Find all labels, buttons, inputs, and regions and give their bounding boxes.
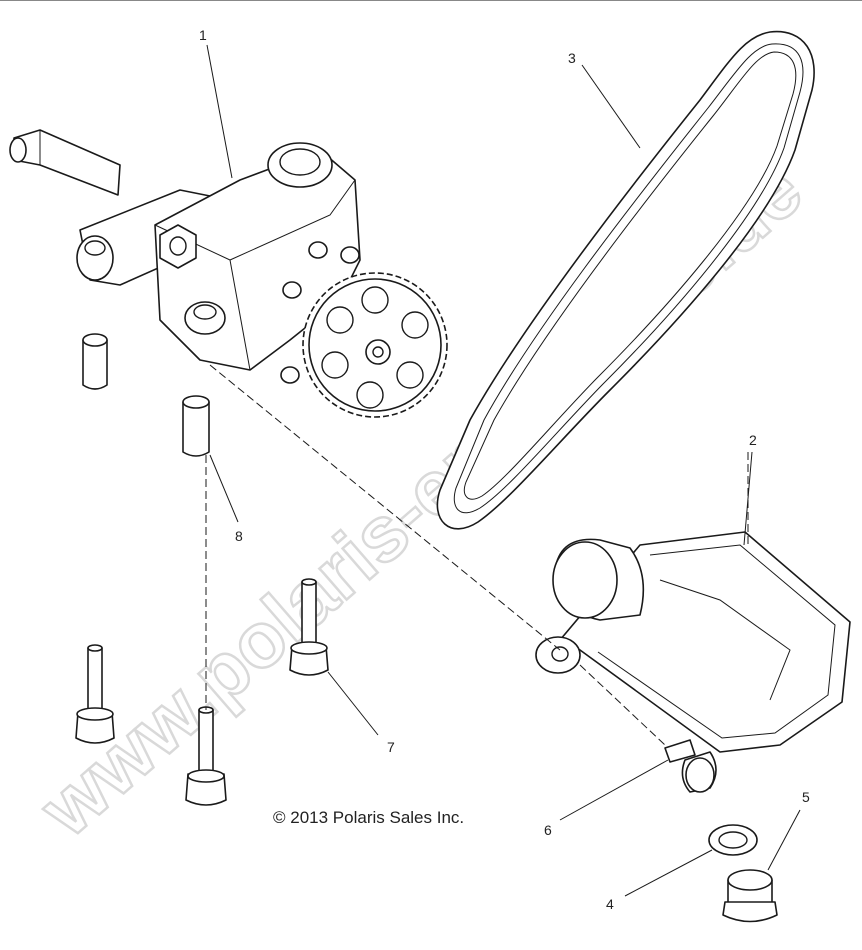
leader-line-1: [206, 44, 233, 179]
leader-line-4: [624, 849, 713, 897]
callout-4: 4: [606, 896, 614, 912]
sealing-washer: [708, 824, 758, 856]
callout-1: 1: [199, 27, 207, 43]
leader-line-2: [743, 451, 753, 546]
alignment-line-diagonal: [209, 364, 561, 651]
callout-6: 6: [544, 822, 552, 838]
dowel-pin-upper: [82, 333, 108, 390]
top-border: [0, 0, 862, 1]
leader-line-7: [327, 671, 379, 736]
callout-5: 5: [802, 789, 810, 805]
callout-2: 2: [749, 432, 757, 448]
callout-8: 8: [235, 528, 243, 544]
leader-line-6: [559, 759, 669, 821]
callout-3: 3: [568, 50, 576, 66]
drain-plug: [722, 869, 778, 923]
alignment-line-bolt: [579, 664, 666, 746]
bolt-center: [185, 706, 227, 806]
bolt-right: [289, 578, 329, 676]
leader-line-5: [767, 809, 801, 871]
dowel-pin-lower: [182, 395, 210, 457]
drive-belt: [436, 30, 815, 530]
leader-line-8: [209, 454, 239, 523]
screen-bolt: [664, 739, 717, 793]
leader-line-3: [581, 64, 641, 149]
callout-7: 7: [387, 739, 395, 755]
copyright-text: © 2013 Polaris Sales Inc.: [273, 808, 464, 827]
pump-sprocket: [302, 272, 448, 418]
oil-pickup-screen: [535, 531, 851, 753]
bolt-left: [75, 644, 115, 744]
